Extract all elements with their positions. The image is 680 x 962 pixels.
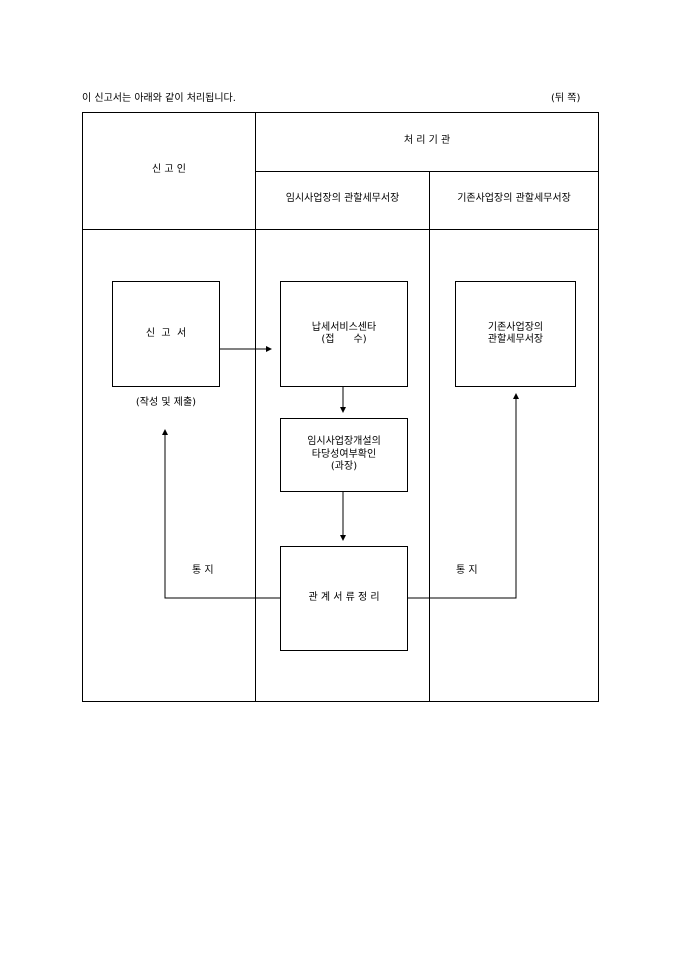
service-center-label: 납세서비스센타 bbox=[311, 321, 377, 333]
report-caption: (작성 및 제출) bbox=[135, 397, 197, 408]
report-form-label: 신 고 서 bbox=[145, 327, 187, 339]
header-bottom-rule bbox=[82, 229, 599, 230]
temp-office-header: 임시사업장의 관할세무서장 bbox=[285, 193, 400, 204]
table-bottom-border bbox=[82, 701, 599, 702]
service-center-box: 납세서비스센타 (접 수) bbox=[280, 281, 408, 387]
notify-left-label: 통 지 bbox=[192, 565, 214, 576]
table-right-border bbox=[598, 112, 599, 702]
service-center-receipt: (접 수) bbox=[321, 334, 367, 345]
arrow-docs-to-applicant bbox=[162, 429, 280, 599]
existing-office-line-2: 관할세무서장 bbox=[487, 334, 544, 345]
existing-office-header: 기존사업장의 관할세무서장 bbox=[457, 193, 571, 204]
docs-label: 관 계 서 류 정 리 bbox=[308, 592, 380, 604]
existing-office-line-1: 기존사업장의 bbox=[487, 321, 544, 333]
agency-header-rule bbox=[255, 171, 599, 172]
review-line-1: 임시사업장개설의 bbox=[307, 436, 381, 448]
table-top-border bbox=[82, 112, 599, 113]
table-divider-2 bbox=[429, 171, 430, 702]
arrow-docs-to-existing-office bbox=[407, 393, 519, 599]
page-side-label: (뒤 쪽) bbox=[551, 93, 581, 104]
review-line-2: 타당성여부확인 bbox=[311, 448, 377, 460]
table-divider-1 bbox=[255, 112, 256, 702]
form-description: 이 신고서는 아래와 같이 처리됩니다. bbox=[82, 93, 236, 104]
table-left-border bbox=[82, 112, 83, 702]
review-box: 임시사업장개설의 타당성여부확인 (과장) bbox=[280, 418, 408, 492]
agency-header: 처 리 기 관 bbox=[403, 135, 451, 146]
applicant-header: 신 고 인 bbox=[152, 164, 186, 175]
report-form-box: 신 고 서 bbox=[112, 281, 220, 387]
docs-box: 관 계 서 류 정 리 bbox=[280, 546, 408, 651]
existing-office-box: 기존사업장의 관할세무서장 bbox=[455, 281, 576, 387]
notify-right-label: 통 지 bbox=[456, 565, 478, 576]
review-line-3: (과장) bbox=[330, 461, 358, 473]
